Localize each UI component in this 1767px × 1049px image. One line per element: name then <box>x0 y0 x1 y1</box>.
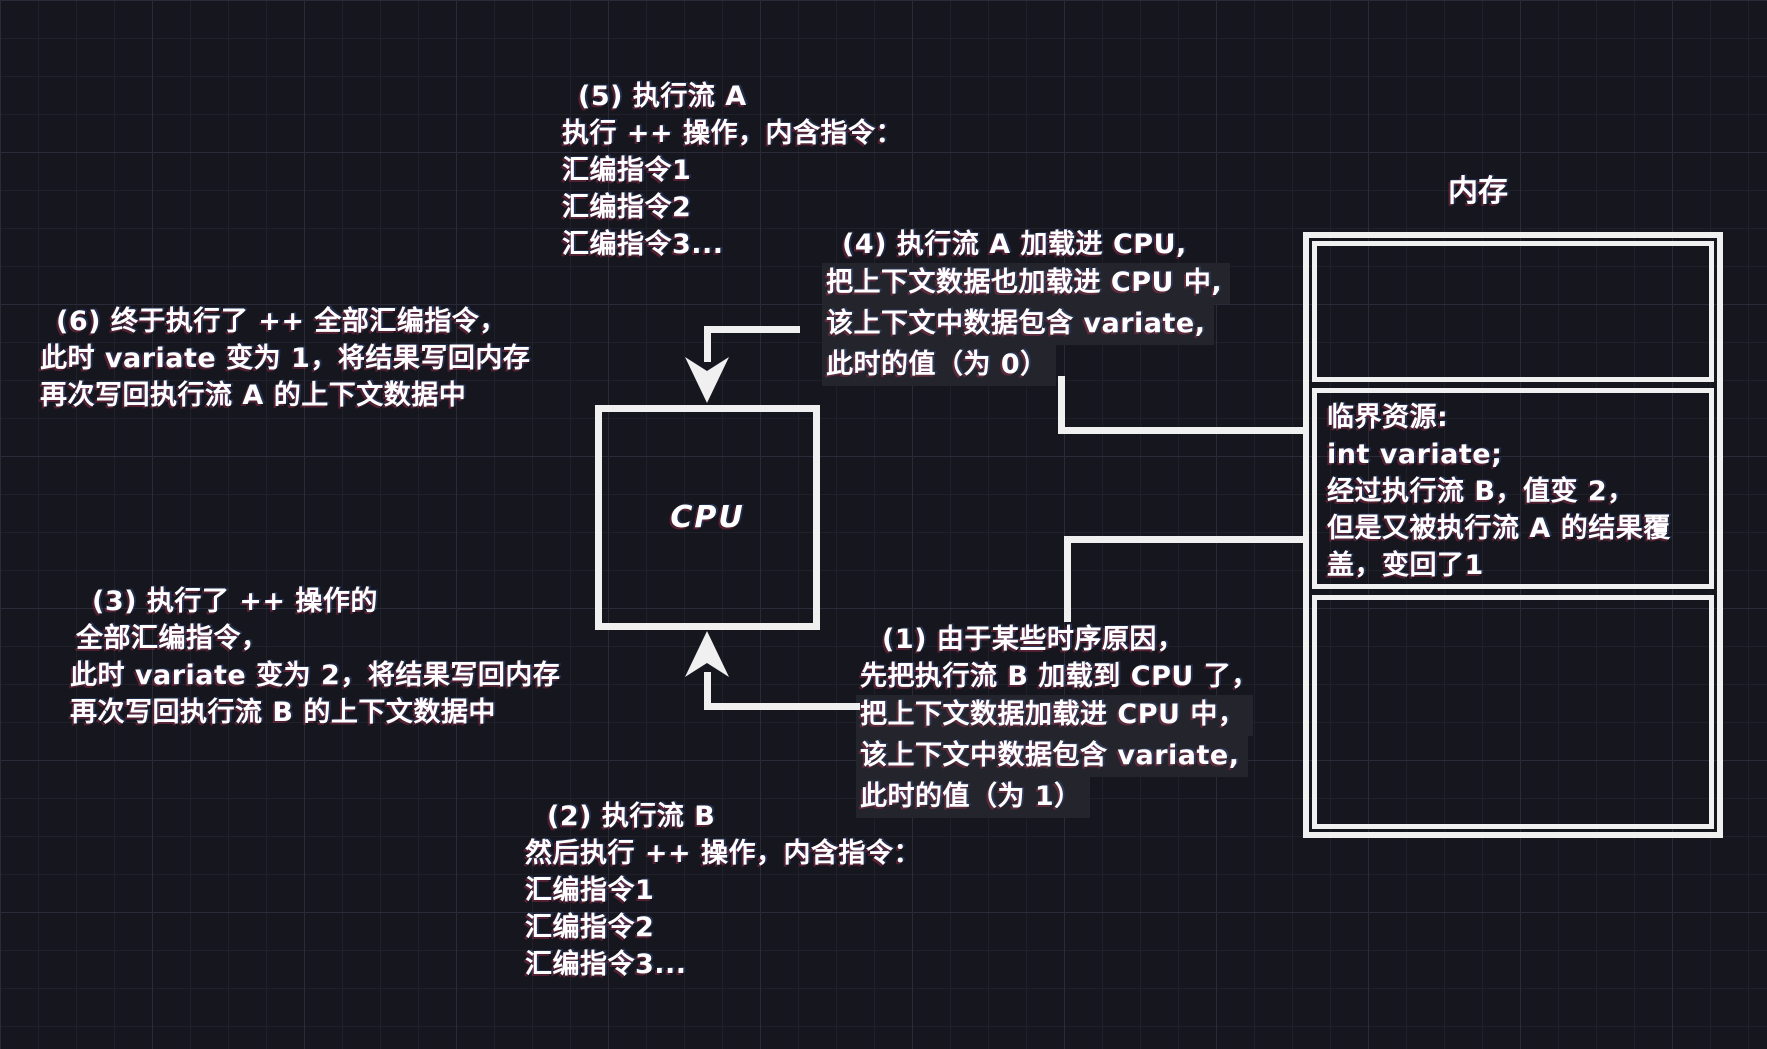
note-2: (2) 执行流 B 然后执行 ++ 操作，内含指令： 汇编指令1 汇编指令2 汇… <box>525 798 921 983</box>
note-2-line-5: 汇编指令3... <box>525 949 687 980</box>
note-3: (3) 执行了 ++ 操作的 全部汇编指令， 此时 variate 变为 2，将… <box>70 583 560 731</box>
note-4: (4) 执行流 A 加载进 CPU, 把上下文数据也加载进 CPU 中, 该上下… <box>822 226 1231 386</box>
note-1-line-4: 该上下文中数据包含 variate, <box>856 736 1259 777</box>
note-4-line-2: 把上下文数据也加载进 CPU 中, <box>822 263 1231 304</box>
note-2-line-2: 然后执行 ++ 操作，内含指令： <box>525 838 922 869</box>
note-4-line-4: 此时的值（为 0） <box>822 345 1230 386</box>
cpu-label: CPU <box>670 500 745 535</box>
arrow-cpu-bottom-horizontal <box>704 703 860 710</box>
arrow-up-icon <box>685 631 729 677</box>
note-4-line-1: (4) 执行流 A 加载进 CPU, <box>842 229 1187 260</box>
memory-cell-top <box>1312 241 1714 382</box>
memory-box: 临界资源: int variate; 经过执行流 B，值变 2， 但是又被执行流… <box>1303 232 1723 838</box>
arrow-cpu-top-vertical <box>704 326 711 362</box>
connector-memory-note1-vertical <box>1064 536 1071 622</box>
note-3-line-4: 再次写回执行流 B 的上下文数据中 <box>70 697 496 728</box>
note-6-line-3: 再次写回执行流 A 的上下文数据中 <box>40 380 467 411</box>
note-1-line-3: 把上下文数据加载进 CPU 中， <box>856 695 1259 736</box>
critical-line-2: int variate; <box>1327 439 1503 470</box>
note-5-line-4: 汇编指令2 <box>562 192 692 223</box>
note-5-line-1: (5) 执行流 A <box>578 81 747 112</box>
note-5: (5) 执行流 A 执行 ++ 操作，内含指令： 汇编指令1 汇编指令2 汇编指… <box>562 78 903 263</box>
critical-line-5: 盖，变回了1 <box>1327 550 1484 581</box>
arrow-cpu-top-horizontal <box>704 326 800 333</box>
note-2-line-4: 汇编指令2 <box>525 912 655 943</box>
note-5-line-3: 汇编指令1 <box>562 155 692 186</box>
note-3-line-1: (3) 执行了 ++ 操作的 <box>92 586 378 617</box>
note-4-line-3: 该上下文中数据包含 variate, <box>822 304 1230 345</box>
cpu-box <box>595 405 820 630</box>
connector-note4-memory-vertical <box>1058 376 1065 434</box>
note-6-line-1: (6) 终于执行了 ++ 全部汇编指令， <box>56 306 507 337</box>
note-5-line-5: 汇编指令3... <box>562 229 724 260</box>
note-1-line-1: (1) 由于某些时序原因， <box>882 624 1185 655</box>
note-6-line-2: 此时 variate 变为 1，将结果写回内存 <box>40 343 531 374</box>
note-1-line-5: 此时的值（为 1） <box>856 777 1259 818</box>
critical-line-3: 经过执行流 B，值变 2， <box>1327 476 1635 507</box>
memory-cell-critical: 临界资源: int variate; 经过执行流 B，值变 2， 但是又被执行流… <box>1312 388 1714 589</box>
memory-label: 内存 <box>1448 174 1508 209</box>
critical-line-1: 临界资源: <box>1327 402 1449 433</box>
critical-line-4: 但是又被执行流 A 的结果覆 <box>1327 513 1671 544</box>
note-3-line-2: 全部汇编指令， <box>76 623 269 654</box>
note-5-line-2: 执行 ++ 操作，内含指令： <box>562 118 904 149</box>
note-1-line-2: 先把执行流 B 加载到 CPU 了， <box>860 661 1259 692</box>
note-6: (6) 终于执行了 ++ 全部汇编指令， 此时 variate 变为 1，将结果… <box>40 303 530 414</box>
memory-cell-bottom <box>1312 595 1714 829</box>
note-2-line-1: (2) 执行流 B <box>547 801 716 832</box>
arrow-cpu-bottom-vertical <box>704 672 711 710</box>
note-2-line-3: 汇编指令1 <box>525 875 655 906</box>
note-1: (1) 由于某些时序原因， 先把执行流 B 加载到 CPU 了， 把上下文数据加… <box>856 621 1259 818</box>
critical-resource-text: 临界资源: int variate; 经过执行流 B，值变 2， 但是又被执行流… <box>1327 399 1671 584</box>
connector-memory-note1-horizontal <box>1064 536 1306 543</box>
arrow-down-icon <box>685 357 729 403</box>
connector-note4-memory-horizontal <box>1058 427 1306 434</box>
note-3-line-3: 此时 variate 变为 2，将结果写回内存 <box>70 660 561 691</box>
